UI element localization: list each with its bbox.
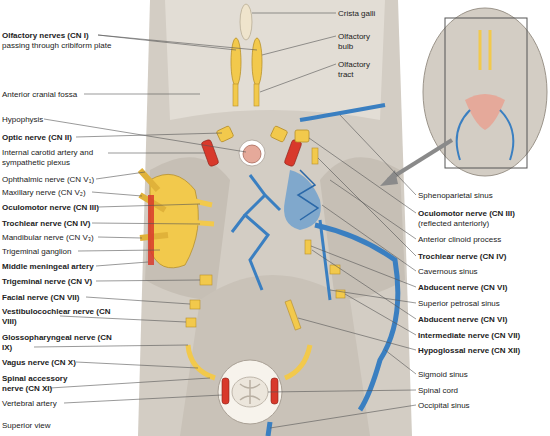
crista-galli bbox=[240, 4, 252, 40]
part-label: Oculomotor nerve (CN III) bbox=[418, 209, 548, 219]
nerve-stub bbox=[285, 345, 310, 378]
part-label: Trochlear nerve (CN IV) bbox=[2, 219, 122, 229]
part-label: Anterior clinoid process bbox=[418, 235, 548, 245]
part-label: Occipital sinus bbox=[418, 401, 548, 411]
part-label: Anterior cranial fossa bbox=[2, 90, 122, 100]
part-label: Vestibulocochlear nerve (CN VIII) bbox=[2, 307, 114, 326]
part-label: Olfactory tract bbox=[338, 60, 382, 79]
olfactory-bulb bbox=[252, 38, 262, 86]
posterior-fossa bbox=[180, 275, 370, 436]
part-label: Trigeminal ganglion bbox=[2, 247, 122, 257]
part-label: Oculomotor nerve (CN III) bbox=[2, 203, 122, 213]
part-label: Cavernous sinus bbox=[418, 267, 548, 277]
vertebral-artery bbox=[222, 378, 229, 404]
hypophysis bbox=[243, 145, 261, 163]
part-label: Trigeminal nerve (CN V) bbox=[2, 277, 122, 287]
basilar-venous-plexus bbox=[232, 175, 280, 290]
part-label: Superior view bbox=[2, 421, 122, 431]
part-label: Spinal accessory nerve (CN XI) bbox=[2, 374, 86, 393]
grey-matter bbox=[240, 380, 260, 404]
cranial-floor bbox=[138, 0, 412, 436]
inset-arrowhead bbox=[380, 170, 398, 186]
abducent-nerve bbox=[305, 240, 311, 254]
part-label: Sphenoparietal sinus bbox=[418, 191, 548, 201]
part-label: Vagus nerve (CN X) bbox=[2, 358, 122, 368]
part-label: Sigmoid sinus bbox=[418, 370, 548, 380]
cavernous-sinus bbox=[284, 170, 321, 230]
nerve-stub bbox=[190, 300, 200, 309]
inset-skull bbox=[423, 8, 547, 176]
part-label: Mandibular nerve (CN V₃) bbox=[2, 233, 122, 243]
trochlear-nerve bbox=[312, 148, 318, 164]
nerve-stub bbox=[186, 318, 196, 327]
part-label: Internal carotid artery and sympathetic … bbox=[2, 148, 110, 167]
nerve-stub bbox=[330, 265, 340, 274]
cavernous-plexus bbox=[298, 170, 318, 220]
part-label: Hypoglossal nerve (CN XII) bbox=[418, 346, 548, 356]
part-label: Maxillary nerve (CN V₂) bbox=[2, 188, 122, 198]
part-label: Spinal cord bbox=[418, 386, 548, 396]
part-label: Intermediate nerve (CN VII) bbox=[418, 331, 548, 341]
superior-petrosal-sinus bbox=[320, 220, 330, 300]
part-label: (reflected anteriorly) bbox=[418, 219, 548, 229]
oculomotor-nerve bbox=[295, 130, 309, 142]
inset-sella bbox=[465, 94, 505, 130]
olfactory-bulb bbox=[231, 38, 241, 86]
part-label: Optic nerve (CN II) bbox=[2, 133, 122, 143]
internal-carotid-artery bbox=[284, 139, 302, 167]
middle-fossa-left bbox=[145, 157, 230, 300]
olfactory-tract bbox=[254, 84, 259, 106]
part-label: Ophthalmic nerve (CN V₁) bbox=[2, 175, 122, 185]
part-label: Abducent nerve (CN VI) bbox=[418, 283, 548, 293]
part-label: Olfactory nerves (CN I) bbox=[2, 31, 152, 41]
nerve-stub bbox=[188, 345, 215, 378]
part-label: Glossopharyngeal nerve (CN IX) bbox=[2, 333, 120, 352]
spinal-cord bbox=[232, 377, 268, 407]
part-label: Trochlear nerve (CN IV) bbox=[418, 252, 548, 262]
vertebral-artery bbox=[271, 378, 278, 404]
leader-lines bbox=[34, 13, 416, 428]
inset-frame bbox=[445, 18, 527, 168]
inset-olfactory bbox=[480, 30, 490, 70]
nerve-stub bbox=[188, 200, 214, 224]
sella bbox=[239, 140, 265, 166]
part-label: Middle meningeal artery bbox=[2, 262, 122, 272]
part-label: Facial nerve (CN VII) bbox=[2, 293, 122, 303]
part-label: Olfactory bulb bbox=[338, 32, 382, 51]
olfactory-tract bbox=[233, 84, 238, 106]
part-label: Crista galli bbox=[338, 9, 408, 19]
optic-nerve bbox=[270, 126, 288, 143]
occipital-sinus bbox=[268, 422, 270, 436]
inset-sinus bbox=[457, 110, 514, 160]
part-label: Hypophysis bbox=[2, 115, 122, 125]
part-label: Superior petrosal sinus bbox=[418, 299, 548, 309]
part-label: passing through cribiform plate bbox=[2, 41, 112, 51]
nerve-stub bbox=[200, 275, 212, 285]
optic-nerve bbox=[216, 126, 234, 143]
inset-arrow bbox=[388, 140, 452, 180]
part-label: Vertebral artery bbox=[2, 399, 122, 409]
part-label: Abducent nerve (CN VI) bbox=[418, 315, 548, 325]
hypoglossal-nerve bbox=[285, 300, 301, 330]
